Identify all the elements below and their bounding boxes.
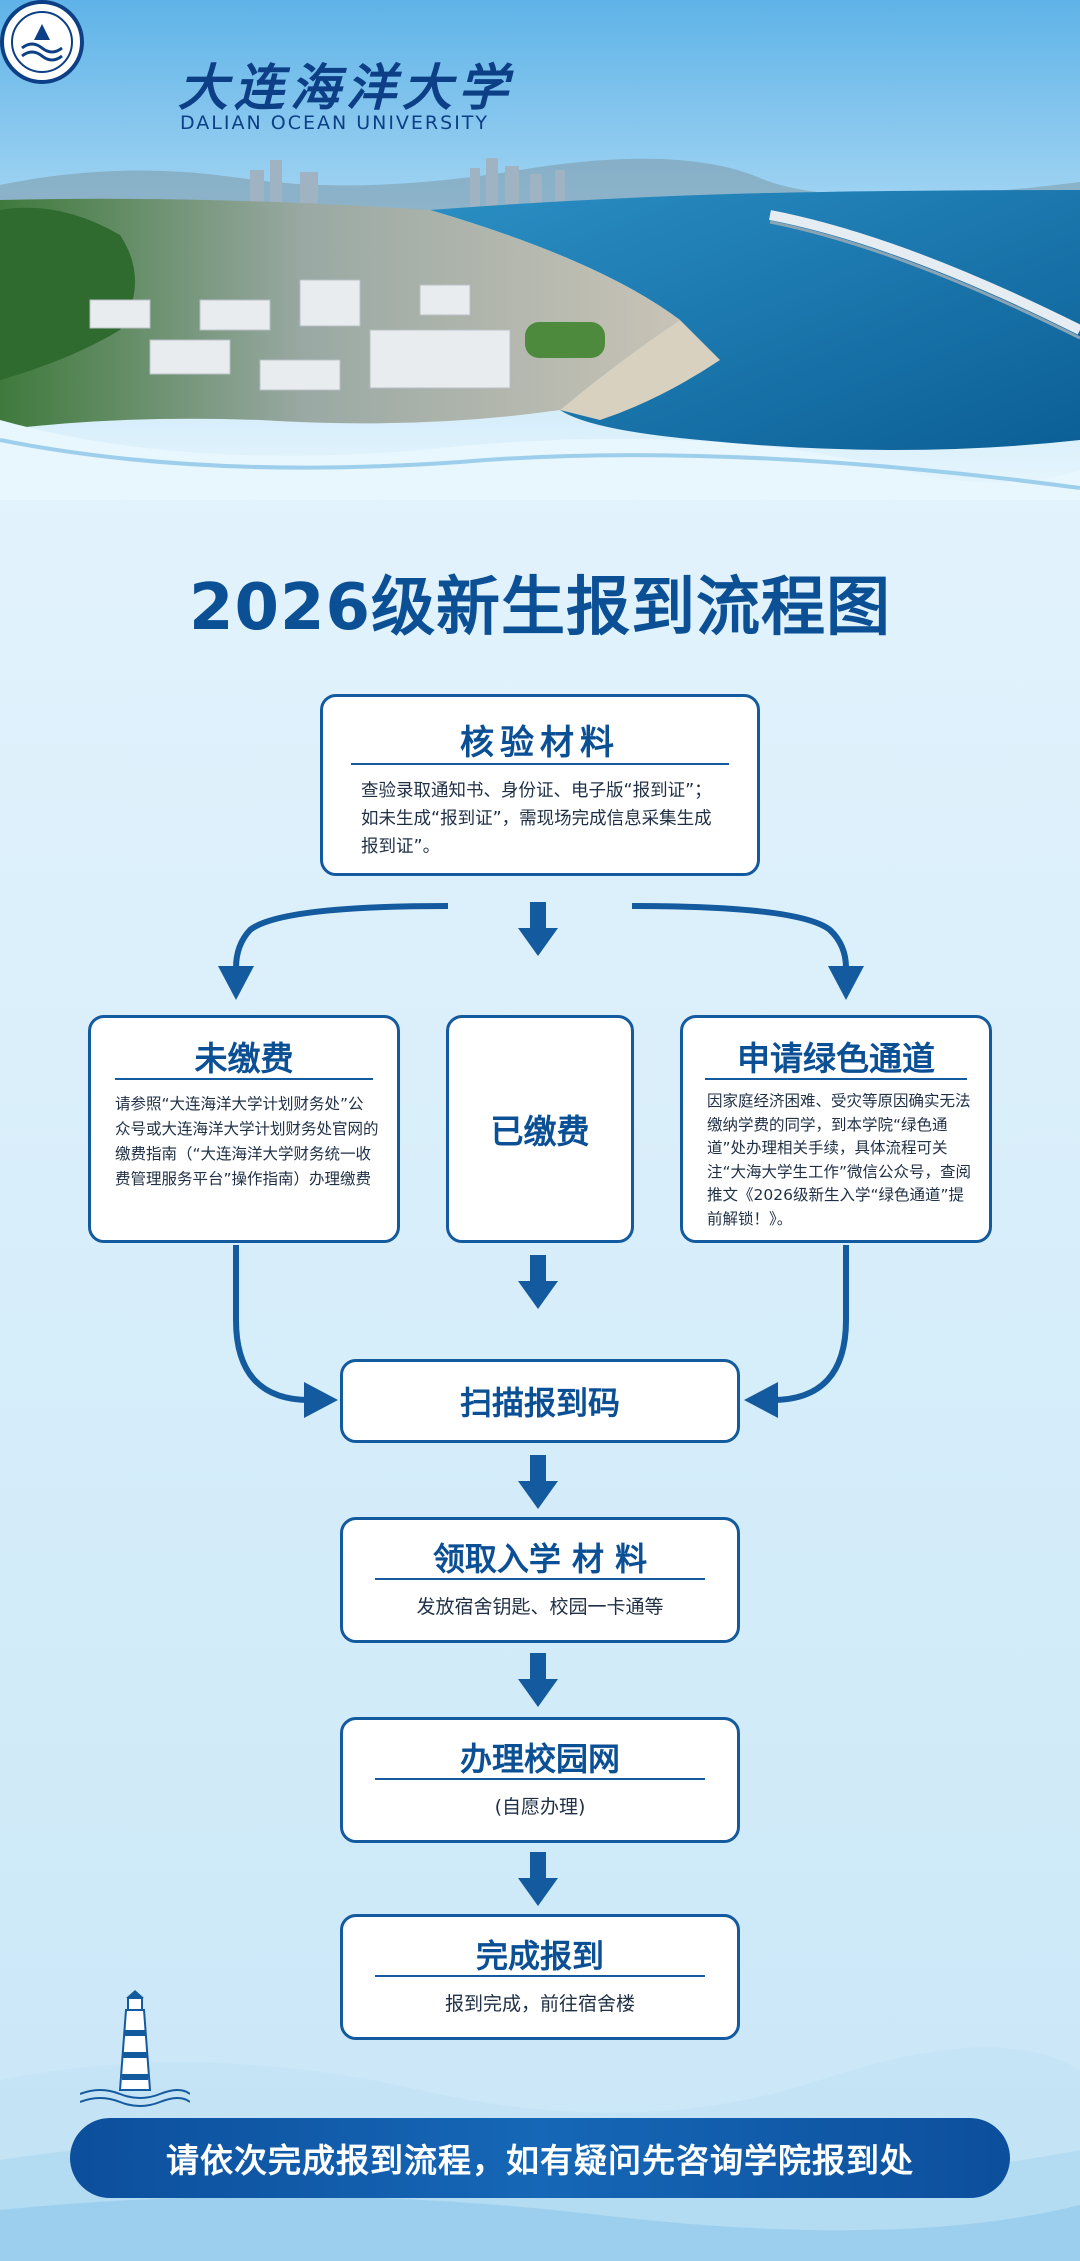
divider — [705, 1078, 967, 1080]
university-logo-icon — [0, 0, 84, 84]
arrow-down-icon — [518, 1455, 558, 1509]
divider — [115, 1078, 373, 1080]
curved-arrow-green-to-scan — [771, 1245, 849, 1403]
step-title: 领取入学 材 料 — [432, 1540, 648, 1578]
step-campus-network: 办理校园网 (自愿办理) — [340, 1717, 740, 1843]
step-description: 因家庭经济困难、受灾等原因确实无法缴纳学费的同学，到本学院“绿色通道”处办理相关… — [707, 1092, 972, 1228]
step-scan-code: 扫描报到码 — [340, 1359, 740, 1443]
step-title: 办理校园网 — [459, 1740, 620, 1778]
step-title: 已缴费 — [490, 1112, 590, 1151]
step-title: 申请绿色通道 — [737, 1039, 935, 1078]
arrow-down-icon — [518, 902, 558, 956]
footer-notice-text: 请依次完成报到流程，如有疑问先咨询学院报到处 — [166, 2141, 914, 2180]
lighthouse-icon — [80, 1990, 190, 2107]
step-description: (自愿办理) — [494, 1796, 586, 1818]
step-description: 请参照“大连海洋大学计划财务处”公众号或大连海洋大学计划财务处官网的缴费指南（“… — [115, 1095, 379, 1188]
university-name-en: DALIAN OCEAN UNIVERSITY — [180, 112, 490, 134]
curved-arrow-unpaid-to-scan — [233, 1245, 311, 1403]
arrowhead-icon — [828, 966, 864, 1000]
divider — [375, 1975, 705, 1977]
divider — [351, 763, 729, 765]
university-name-cn: 大连海洋大学 — [178, 58, 514, 117]
step-title: 扫描报到码 — [459, 1384, 620, 1422]
arrow-down-icon — [518, 1653, 558, 1707]
arrowhead-icon — [744, 1382, 778, 1418]
step-title: 未缴费 — [194, 1039, 294, 1078]
curved-arrow-right — [631, 903, 849, 969]
curved-arrow-left — [233, 903, 449, 969]
step-description: 发放宿舍钥匙、校园一卡通等 — [416, 1596, 664, 1618]
step-title: 完成报到 — [475, 1937, 604, 1975]
divider — [375, 1778, 705, 1780]
step-title: 核验材料 — [460, 723, 620, 763]
step-description: 查验录取通知书、身份证、电子版“报到证”；如未生成“报到证”，需现场完成信息采集… — [361, 781, 712, 857]
arrow-down-icon — [518, 1852, 558, 1906]
campus-scene-illustration — [0, 0, 1080, 500]
page-title: 2026级新生报到流程图 — [188, 571, 892, 645]
campus-aerial-photo: 大连海洋大学 DALIAN OCEAN UNIVERSITY — [0, 0, 1080, 500]
step-green-channel: 申请绿色通道 因家庭经济困难、受灾等原因确实无法缴纳学费的同学，到本学院“绿色通… — [680, 1015, 992, 1243]
footer-notice-banner: 请依次完成报到流程，如有疑问先咨询学院报到处 — [70, 2118, 1010, 2198]
step-paid: 已缴费 — [446, 1015, 634, 1243]
step-collect-materials: 领取入学 材 料 发放宿舍钥匙、校园一卡通等 — [340, 1517, 740, 1643]
arrow-down-icon — [518, 1255, 558, 1309]
arrowhead-icon — [304, 1382, 338, 1418]
step-finish-registration: 完成报到 报到完成，前往宿舍楼 — [340, 1914, 740, 2040]
arrowhead-icon — [218, 966, 254, 1000]
step-description: 报到完成，前往宿舍楼 — [444, 1993, 635, 2015]
step-verify-materials: 核验材料 查验录取通知书、身份证、电子版“报到证”；如未生成“报到证”，需现场完… — [320, 694, 760, 876]
divider — [375, 1578, 705, 1580]
step-unpaid: 未缴费 请参照“大连海洋大学计划财务处”公众号或大连海洋大学计划财务处官网的缴费… — [88, 1015, 400, 1243]
